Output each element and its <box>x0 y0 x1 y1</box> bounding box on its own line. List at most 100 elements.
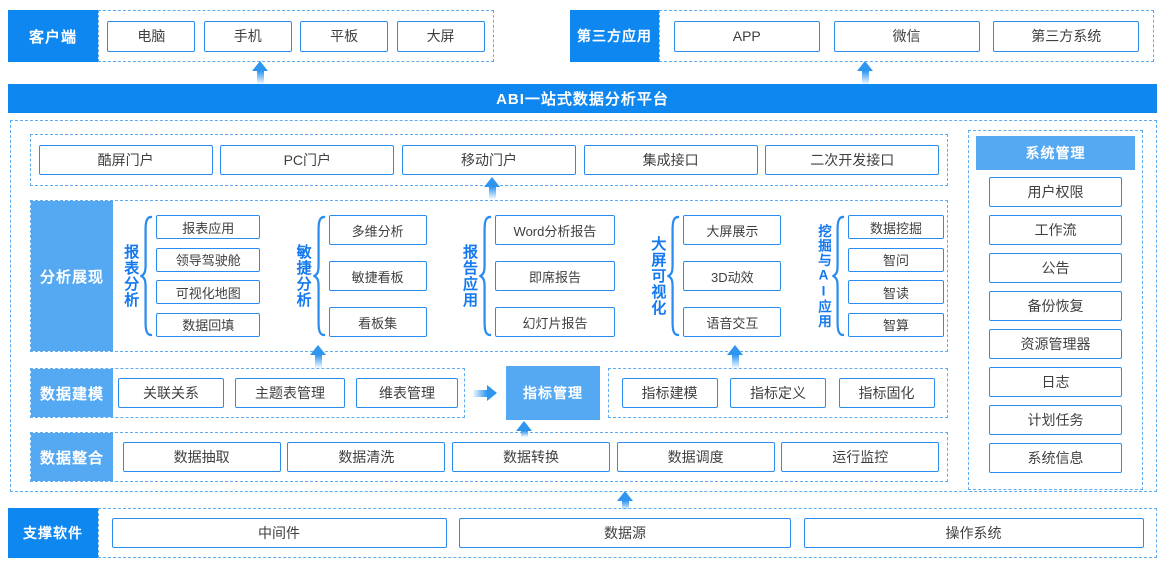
analysis-group-items: 数据挖掘 智问 智读 智算 <box>847 215 944 337</box>
modeling-item: 关联关系 <box>118 378 224 408</box>
system-item: 资源管理器 <box>989 329 1122 359</box>
portal-secondary-dev-api: 二次开发接口 <box>765 145 940 175</box>
client-item-bigscreen: 大屏 <box>396 20 485 52</box>
support-section-label: 支撑软件 <box>8 508 98 558</box>
analysis-item: 语音交互 <box>683 307 782 337</box>
analysis-group-name: 大屏可视化 <box>649 236 667 316</box>
portal-mobile: 移动门户 <box>401 145 576 175</box>
indicator-item: 指标固化 <box>838 378 935 408</box>
integration-items-row: 数据抽取 数据清洗 数据转换 数据调度 运行监控 <box>116 442 946 472</box>
system-panel-container <box>968 130 1143 490</box>
flow-arrow-up-icon <box>727 345 743 368</box>
brace-icon <box>140 215 153 337</box>
flow-arrow-up-icon <box>484 177 500 199</box>
brace-icon <box>312 215 325 337</box>
analysis-item: 敏捷看板 <box>328 261 427 291</box>
system-item: 公告 <box>989 253 1122 283</box>
analysis-item: 3D动效 <box>683 261 782 291</box>
system-item: 计划任务 <box>989 405 1122 435</box>
modeling-items-row: 关联关系 主题表管理 维表管理 <box>118 378 458 408</box>
integration-section-container <box>30 432 948 482</box>
flow-arrow-up-icon <box>617 491 633 510</box>
analysis-item: 数据挖掘 <box>847 215 944 239</box>
integration-item: 运行监控 <box>781 442 940 472</box>
modeling-section-container <box>30 368 465 418</box>
portal-integration-api: 集成接口 <box>583 145 758 175</box>
analysis-group-name: 挖掘与AI应用 <box>815 223 831 329</box>
integration-item: 数据清洗 <box>287 442 446 472</box>
flow-arrow-up-icon <box>252 61 268 84</box>
analysis-item: 报表应用 <box>156 215 261 239</box>
platform-banner-title: ABI一站式数据分析平台 <box>8 84 1157 113</box>
analysis-group-mining-ai: 挖掘与AI应用 数据挖掘 智问 智读 智算 <box>815 214 944 338</box>
portal-coolscreen: 酷屏门户 <box>38 145 213 175</box>
flow-arrow-up-icon <box>516 421 532 437</box>
integration-item: 数据抽取 <box>122 442 281 472</box>
support-item-datasource: 数据源 <box>459 518 791 548</box>
system-panel-header: 系统管理 <box>976 136 1135 170</box>
indicator-management-block: 指标管理 <box>506 366 600 420</box>
flow-arrow-up-icon <box>310 345 326 368</box>
integration-section-label: 数据整合 <box>31 433 113 481</box>
analysis-item: Word分析报告 <box>494 215 615 245</box>
analysis-item: 幻灯片报告 <box>494 307 615 337</box>
platform-outer-frame <box>10 120 1157 492</box>
analysis-group-name: 敏捷分析 <box>294 244 312 308</box>
analysis-group-items: 多维分析 敏捷看板 看板集 <box>328 215 427 337</box>
analysis-group-name: 报告应用 <box>460 244 478 308</box>
integration-item: 数据调度 <box>616 442 775 472</box>
analysis-group-items: 报表应用 领导驾驶舱 可视化地图 数据回填 <box>156 215 261 337</box>
client-item-phone: 手机 <box>203 20 292 52</box>
analysis-group-items: Word分析报告 即席报告 幻灯片报告 <box>494 215 615 337</box>
analysis-item: 智算 <box>847 312 944 337</box>
client-devices-container: 电脑 手机 平板 大屏 <box>98 10 494 62</box>
analysis-section-container <box>30 200 948 352</box>
analysis-group-report-app: 报告应用 Word分析报告 即席报告 幻灯片报告 <box>461 214 615 338</box>
flow-arrow-right-icon <box>473 385 497 401</box>
brace-icon <box>667 215 680 337</box>
analysis-item: 大屏展示 <box>683 215 782 245</box>
system-item: 系统信息 <box>989 443 1122 473</box>
system-items-column: 用户权限 工作流 公告 备份恢复 资源管理器 日志 计划任务 系统信息 <box>976 177 1135 473</box>
client-section-label: 客户端 <box>8 10 98 62</box>
analysis-group-report: 报表分析 报表应用 领导驾驶舱 可视化地图 数据回填 <box>122 214 261 338</box>
analysis-item: 数据回填 <box>156 312 261 337</box>
modeling-section-label: 数据建模 <box>31 369 113 417</box>
portals-container: 酷屏门户 PC门户 移动门户 集成接口 二次开发接口 <box>30 134 948 186</box>
analysis-group-bigscreen: 大屏可视化 大屏展示 3D动效 语音交互 <box>649 214 782 338</box>
brace-icon <box>478 215 492 337</box>
analysis-item: 即席报告 <box>494 261 615 291</box>
analysis-section-label: 分析展现 <box>31 201 113 351</box>
analysis-item: 领导驾驶舱 <box>156 247 261 272</box>
third-party-item-app: APP <box>673 20 820 52</box>
support-item-middleware: 中间件 <box>111 518 447 548</box>
indicator-item: 指标建模 <box>621 378 718 408</box>
indicator-items-container: 指标建模 指标定义 指标固化 <box>608 368 948 418</box>
third-party-section-label: 第三方应用 <box>570 10 659 62</box>
support-items-container: 中间件 数据源 操作系统 <box>98 508 1157 558</box>
third-party-container: APP 微信 第三方系统 <box>659 10 1154 62</box>
system-item: 用户权限 <box>989 177 1122 207</box>
integration-item: 数据转换 <box>451 442 610 472</box>
analysis-item: 可视化地图 <box>156 280 261 305</box>
system-item: 备份恢复 <box>989 291 1122 321</box>
analysis-item: 智读 <box>847 280 944 305</box>
analysis-groups-row: 报表分析 报表应用 领导驾驶舱 可视化地图 数据回填 敏捷分析 多维分析 敏捷看… <box>122 214 944 338</box>
flow-arrow-up-icon <box>857 61 873 84</box>
analysis-group-items: 大屏展示 3D动效 语音交互 <box>683 215 782 337</box>
third-party-item-external-system: 第三方系统 <box>993 20 1140 52</box>
modeling-item: 主题表管理 <box>235 378 345 408</box>
system-item: 日志 <box>989 367 1122 397</box>
analysis-group-agile: 敏捷分析 多维分析 敏捷看板 看板集 <box>294 214 427 338</box>
support-item-os: 操作系统 <box>803 518 1144 548</box>
modeling-item: 维表管理 <box>356 378 458 408</box>
analysis-item: 多维分析 <box>328 215 427 245</box>
analysis-item: 看板集 <box>328 307 427 337</box>
client-item-pc: 电脑 <box>107 20 196 52</box>
brace-icon <box>831 215 845 337</box>
system-item: 工作流 <box>989 215 1122 245</box>
analysis-item: 智问 <box>847 247 944 272</box>
third-party-item-wechat: 微信 <box>833 20 980 52</box>
portal-pc: PC门户 <box>220 145 395 175</box>
